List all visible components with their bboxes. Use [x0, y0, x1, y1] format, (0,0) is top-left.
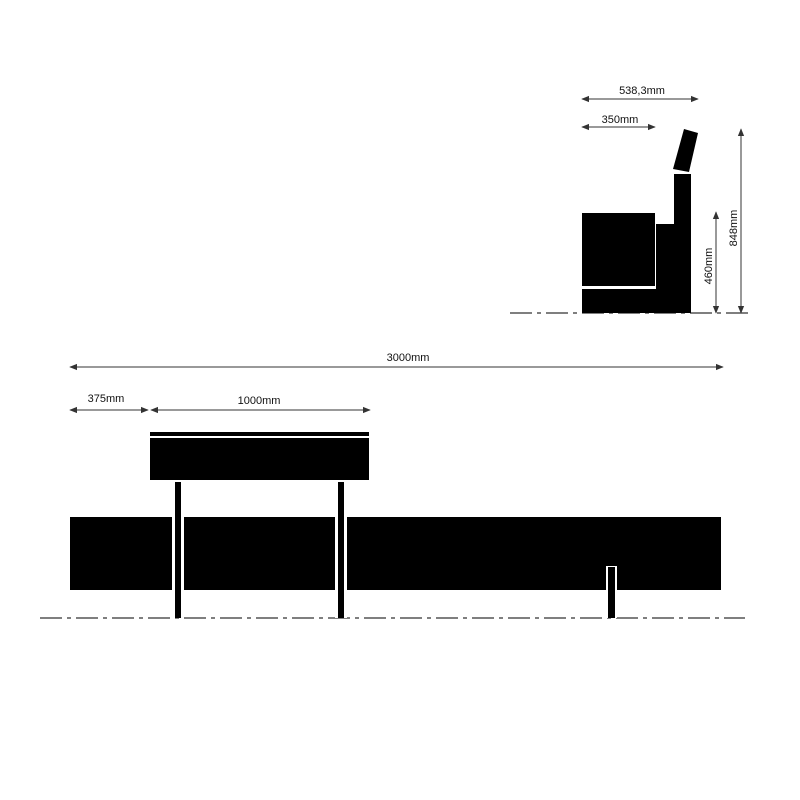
front-left-post-inner [175, 482, 181, 618]
dim-label-total-length: 3000mm [387, 352, 430, 364]
side-backrest-board [673, 129, 698, 172]
dim-label-seat-depth: 350mm [602, 114, 639, 126]
dim-label-depth-total: 538,3mm [619, 85, 665, 97]
front-backrest-panel [150, 438, 369, 480]
front-foot-inner [608, 567, 615, 618]
front-backrest-top-rail [150, 432, 369, 436]
side-base-block [582, 289, 656, 313]
dim-label-seat-height: 460mm [703, 248, 715, 285]
side-view: 538,3mm 350mm 460mm 848mm [510, 85, 752, 314]
dim-label-total-height: 848mm [728, 210, 740, 247]
front-view: 3000mm 375mm 1000mm [40, 352, 745, 619]
dim-label-offset: 375mm [88, 393, 125, 405]
dim-label-backrest-length: 1000mm [238, 395, 281, 407]
front-bench-body [70, 517, 721, 590]
front-right-post-inner [338, 482, 344, 618]
side-backrest-post [656, 174, 691, 313]
side-seat-block [582, 213, 655, 286]
